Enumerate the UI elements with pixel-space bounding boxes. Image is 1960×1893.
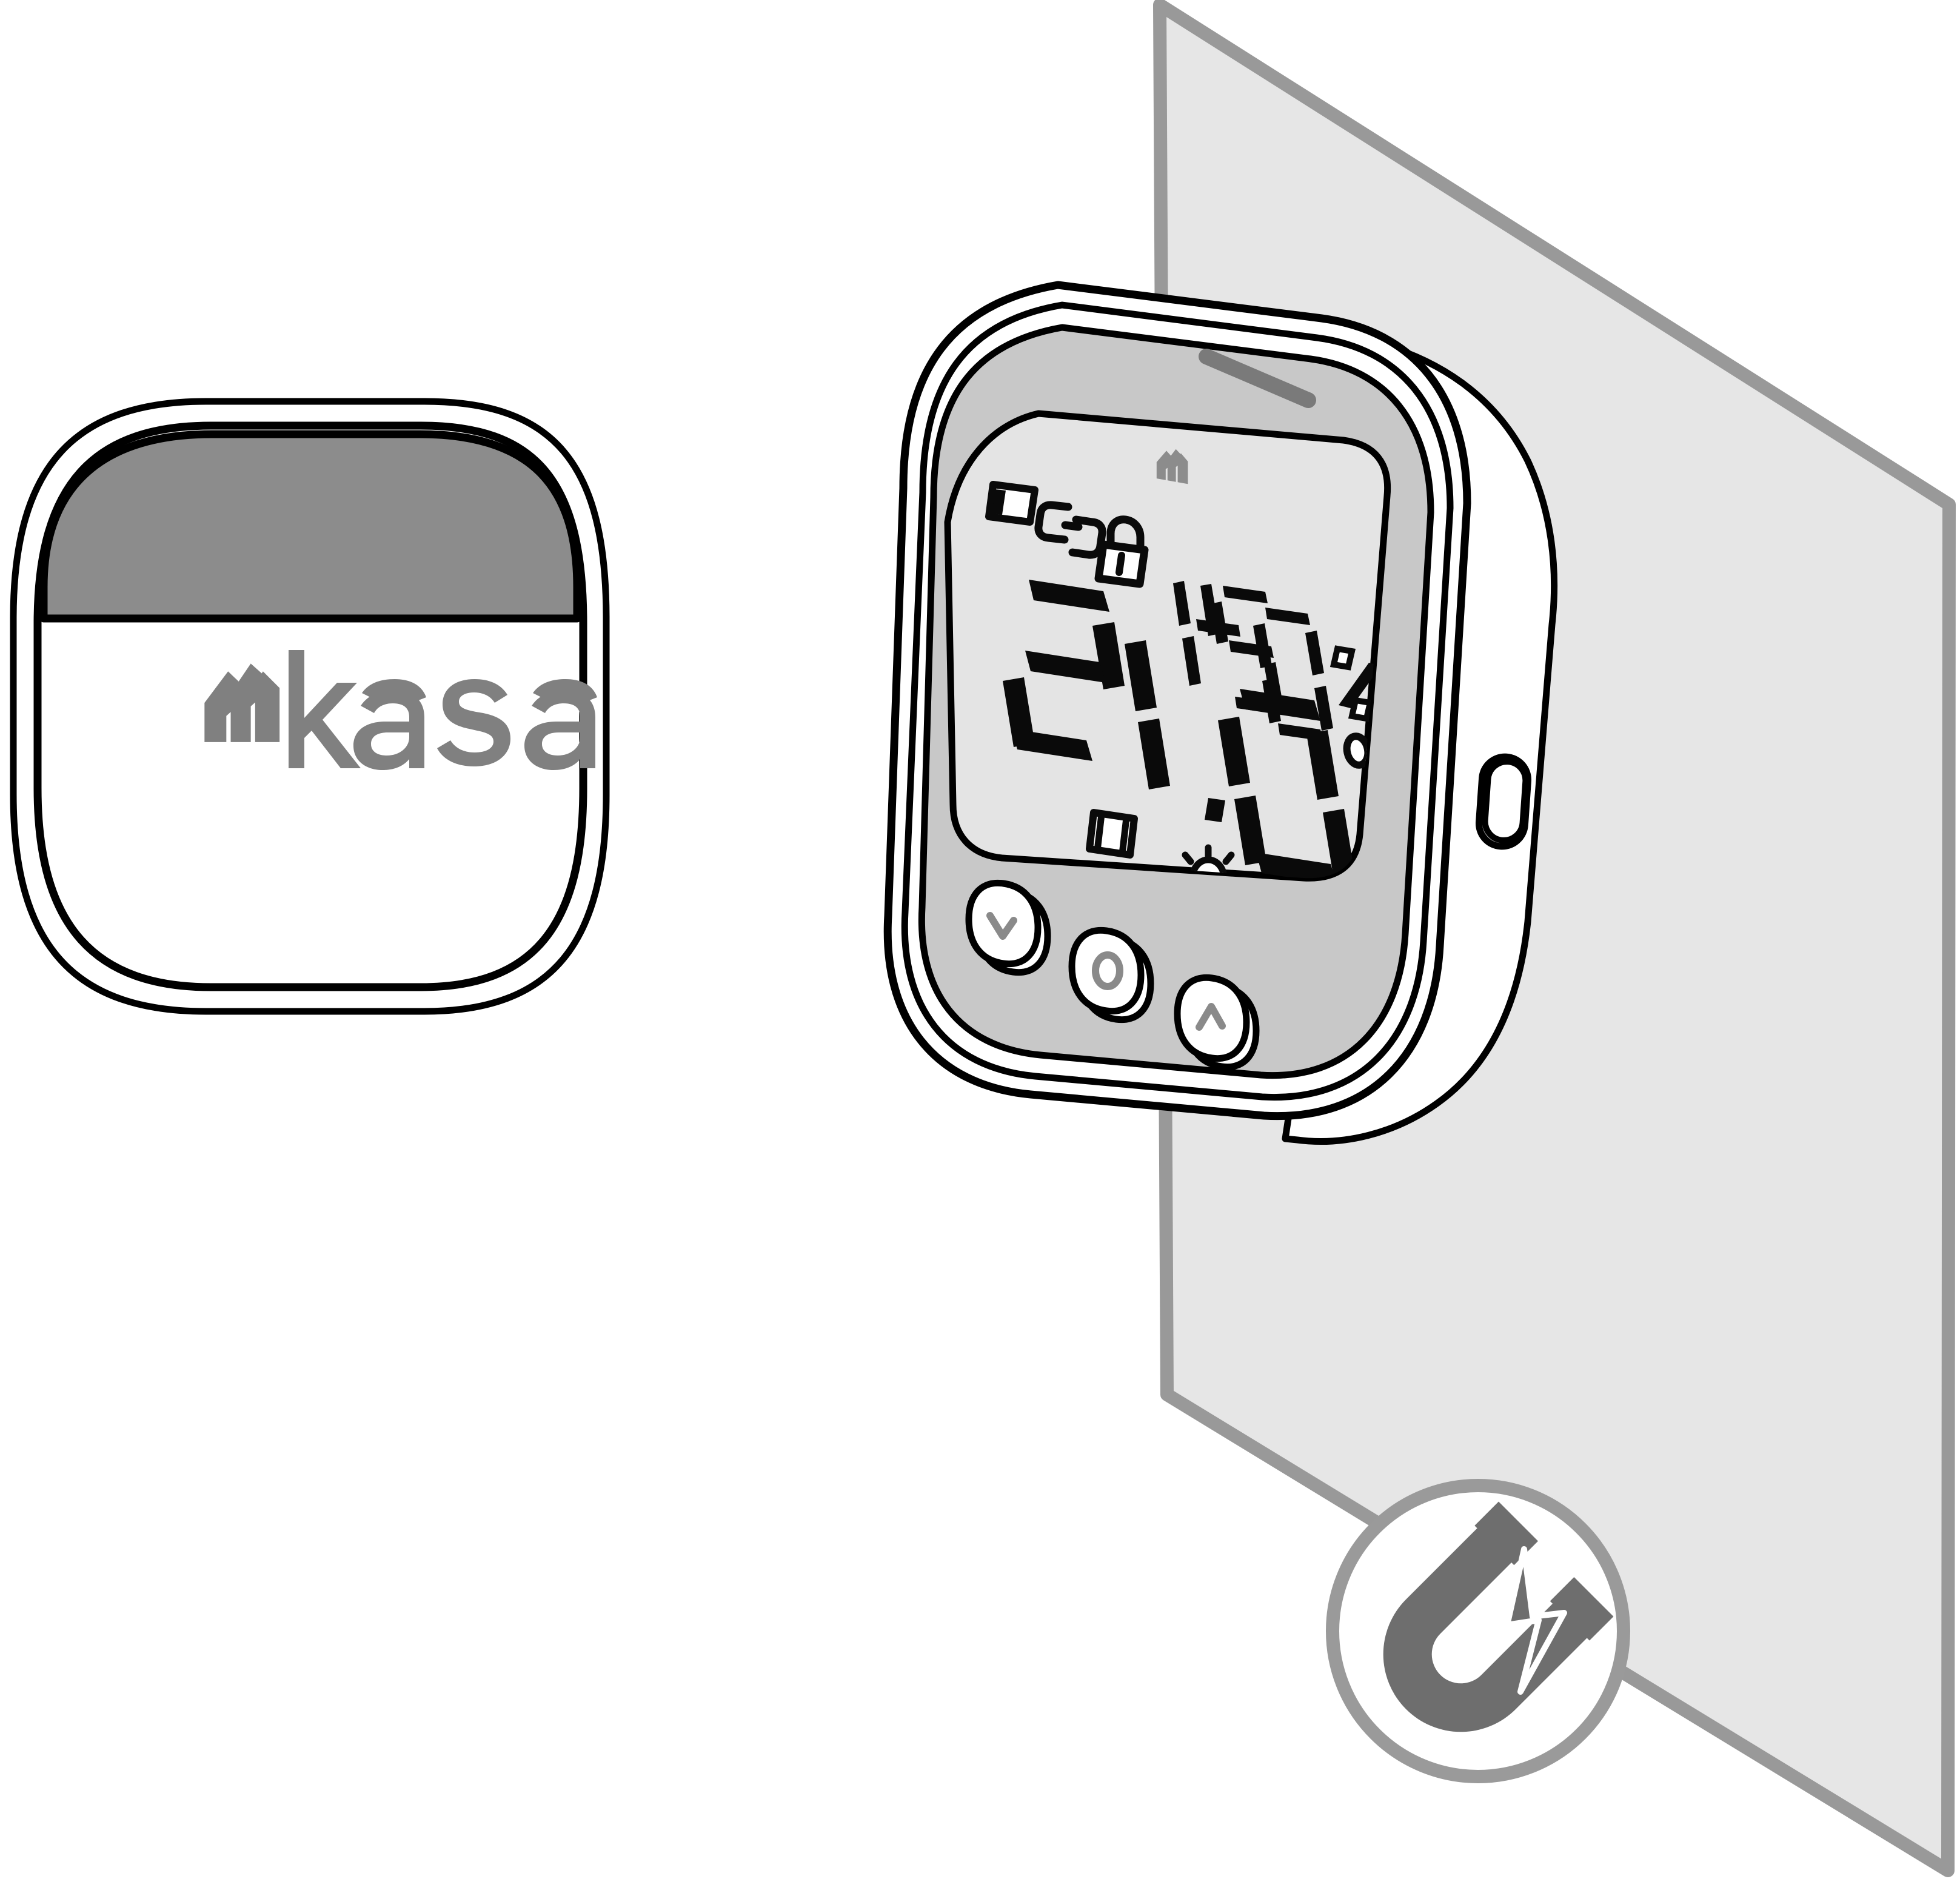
lcd-decimal-dot bbox=[1205, 798, 1225, 822]
temperature-readout-decimal bbox=[1205, 689, 1372, 879]
mode-button[interactable] bbox=[1068, 926, 1154, 1024]
lightning-bolt-icon bbox=[1504, 1546, 1567, 1695]
lcd-digit-1 bbox=[1125, 640, 1170, 789]
magnetic-mount-badge bbox=[1326, 1479, 1630, 1783]
vent-slot-icon bbox=[1199, 349, 1316, 408]
lcd-digit-2 bbox=[1003, 580, 1125, 761]
left-device bbox=[10, 398, 610, 1015]
side-button-icon bbox=[1482, 759, 1529, 843]
battery-low-icon bbox=[985, 481, 1039, 526]
lock-icon bbox=[1094, 515, 1149, 588]
open-window-icon bbox=[1086, 809, 1138, 859]
chevron-down-icon bbox=[986, 912, 1017, 940]
lcd-content bbox=[985, 481, 1381, 879]
decrease-button[interactable] bbox=[965, 879, 1051, 976]
left-device-branding bbox=[204, 650, 597, 770]
lcd-percent-symbol bbox=[1330, 645, 1381, 722]
increase-button[interactable] bbox=[1174, 974, 1260, 1071]
kasa-wordmark bbox=[289, 650, 597, 770]
side-button[interactable] bbox=[1475, 753, 1532, 850]
lcd-digit-0-large bbox=[1218, 689, 1355, 879]
button-row bbox=[965, 879, 1260, 1071]
lcd-screen bbox=[944, 410, 1391, 882]
thermostat-device bbox=[883, 281, 1558, 1145]
chevron-up-icon bbox=[1196, 1003, 1226, 1031]
circle-icon bbox=[1092, 951, 1123, 990]
link-icon bbox=[1034, 501, 1106, 559]
temperature-readout-integer bbox=[1003, 580, 1170, 789]
